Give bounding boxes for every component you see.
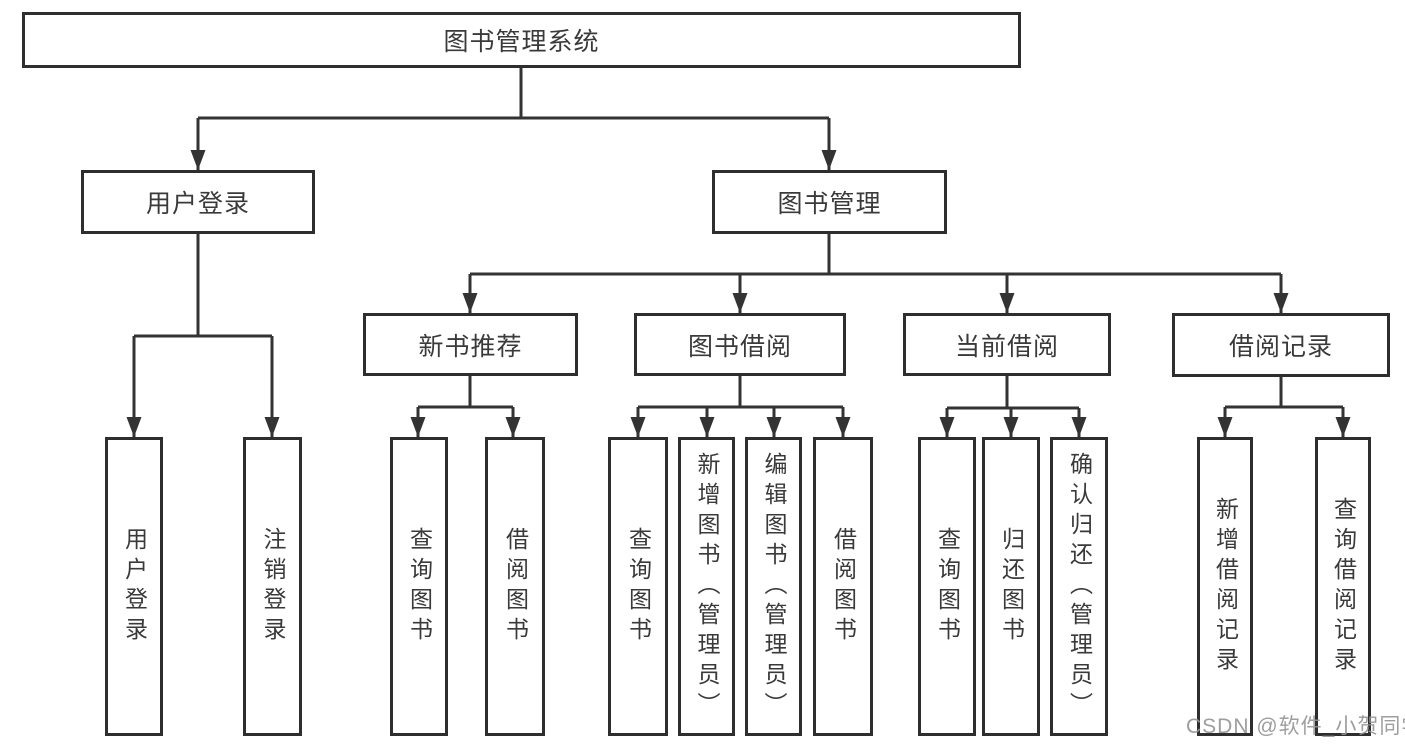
csdn-watermark: CSDN @软件_小贺同学 <box>1186 715 1405 738</box>
leaf-borrow-books-borrowing: 借阅图书 <box>813 437 873 736</box>
node-new-book-recommendation: 新书推荐 <box>363 313 578 376</box>
node-book-borrowing: 图书借阅 <box>634 313 846 376</box>
node-book-management: 图书管理 <box>712 170 947 234</box>
leaf-search-borrow-record: 查询借阅记录 <box>1315 437 1371 736</box>
leaf-borrow-books-recommend: 借阅图书 <box>485 437 545 736</box>
leaf-search-books-borrowing: 查询图书 <box>608 437 668 736</box>
node-user-login: 用户登录 <box>81 170 315 234</box>
leaf-search-books-current: 查询图书 <box>918 437 976 736</box>
leaf-user-login: 用户登录 <box>105 437 163 736</box>
leaf-return-books: 归还图书 <box>982 437 1040 736</box>
node-current-borrowing: 当前借阅 <box>903 313 1111 376</box>
leaf-confirm-return-admin: 确认归还（管理员） <box>1050 437 1108 736</box>
node-borrowing-records: 借阅记录 <box>1172 313 1390 377</box>
leaf-logout: 注销登录 <box>243 437 302 736</box>
leaf-add-borrow-record: 新增借阅记录 <box>1197 437 1253 736</box>
leaf-search-books-recommend: 查询图书 <box>390 437 448 736</box>
leaf-edit-book-admin: 编辑图书（管理员） <box>745 437 802 736</box>
leaf-add-book-admin: 新增图书（管理员） <box>678 437 735 736</box>
node-library-management-system: 图书管理系统 <box>22 12 1021 68</box>
